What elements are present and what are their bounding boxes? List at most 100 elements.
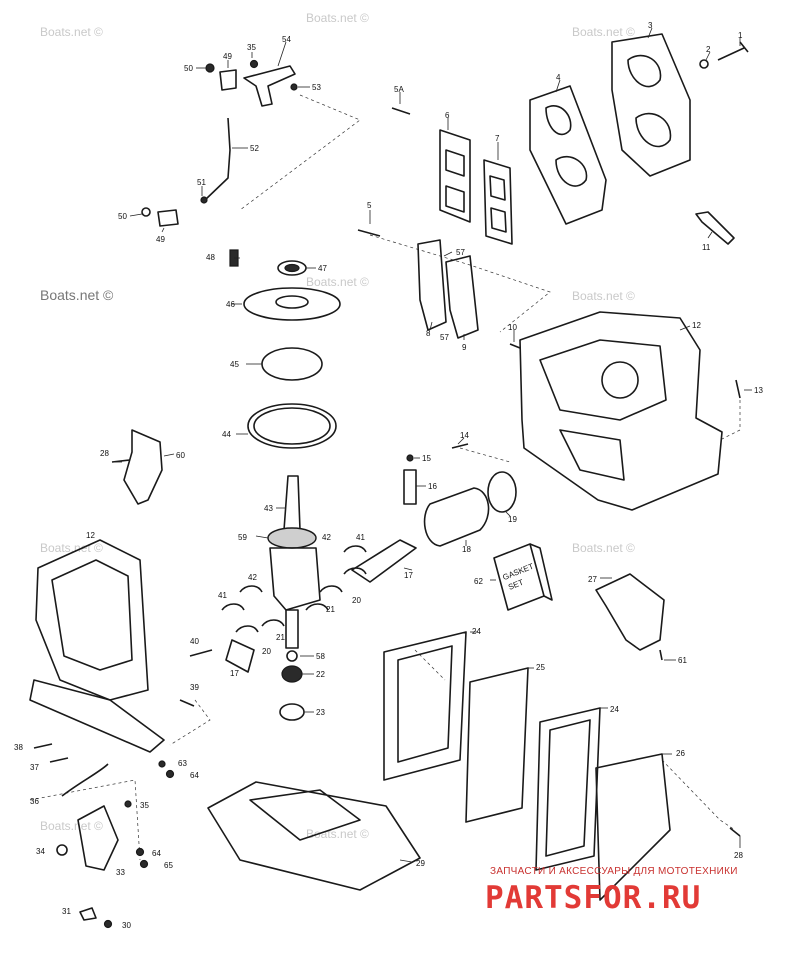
brand-logo: PARTSFOR.RU [485, 880, 702, 916]
callout-63: 63 [178, 759, 187, 768]
callout-54: 54 [282, 35, 291, 44]
gasket-4-icon [529, 85, 607, 225]
gasket-24b-icon [535, 707, 601, 871]
left-block-12-icon [35, 539, 149, 701]
callout-31: 31 [62, 907, 71, 916]
nut-63-icon [158, 760, 166, 768]
reed-block-6-icon [439, 129, 471, 223]
callout-47: 47 [318, 264, 327, 273]
callout-41: 41 [356, 533, 365, 542]
callout-2: 2 [706, 45, 711, 54]
watermark: Boats.net © [306, 11, 369, 25]
cover-26-icon [595, 753, 671, 901]
bolt-5a-icon [391, 107, 411, 115]
clip-31-icon [79, 907, 97, 921]
bracket-49-icon [219, 69, 237, 91]
cage-21a-icon [305, 603, 329, 611]
bolt-40-icon [189, 649, 213, 657]
washer-2-icon [699, 59, 709, 69]
bearing-22-icon [281, 665, 303, 683]
bracket-27-icon [595, 573, 665, 651]
callout-48: 48 [206, 253, 215, 262]
bearing-47-core [284, 263, 300, 273]
callout-35: 35 [140, 801, 149, 810]
callout-50: 50 [118, 212, 127, 221]
callout-25: 25 [536, 663, 545, 672]
clip-51-icon [200, 196, 208, 204]
callout-29: 29 [416, 859, 425, 868]
left-block-inner [51, 559, 133, 671]
rod-17b-icon [225, 639, 255, 673]
pin-16-icon [403, 469, 417, 505]
callout-24: 24 [472, 627, 481, 636]
plate-46-hub [275, 295, 309, 309]
watermark: Boats.net © [40, 287, 114, 303]
bolt-13-icon [735, 379, 741, 399]
cage-20a-icon [319, 585, 343, 593]
callout-17: 17 [230, 669, 239, 678]
callout-45: 45 [230, 360, 239, 369]
lower-left-parts [33, 649, 213, 929]
bearing-cages [221, 545, 367, 633]
callout-7: 7 [495, 134, 500, 143]
watermark: Boats.net © [572, 25, 635, 39]
nut-30-icon [103, 919, 113, 929]
callout-1: 1 [738, 31, 743, 40]
callout-11: 11 [702, 243, 711, 252]
callout-43: 43 [264, 504, 273, 513]
callout-30: 30 [122, 921, 131, 930]
callout-64: 64 [152, 849, 161, 858]
seal-44-inner [253, 407, 331, 445]
head-cover-3-icon [611, 33, 691, 177]
callout-61: 61 [678, 656, 687, 665]
callout-18: 18 [462, 545, 471, 554]
ring-58-icon [286, 650, 298, 662]
bolt-38-icon [33, 743, 53, 749]
nut-64a-icon [165, 769, 175, 779]
callout-37: 37 [30, 763, 39, 772]
callout-57: 57 [440, 333, 449, 342]
callout-19: 19 [508, 515, 517, 524]
callout-59: 59 [238, 533, 247, 542]
watermark-layer: Boats.net © Boats.net © Boats.net © Boat… [40, 11, 635, 841]
piston-group [225, 443, 517, 673]
callout-60: 60 [176, 451, 185, 460]
callout-49: 49 [156, 235, 165, 244]
callout-35: 35 [247, 43, 256, 52]
crankcase-block-12 [509, 311, 741, 511]
callout-6: 6 [445, 111, 450, 120]
plate-9-icon [445, 255, 479, 339]
callout-15: 15 [422, 454, 431, 463]
left-plate-icon [29, 679, 165, 753]
callout-labels: 50 49 35 54 53 52 51 50 49 5A 6 7 4 3 2 … [14, 21, 763, 930]
callout-17: 17 [404, 571, 413, 580]
callout-39: 39 [190, 683, 199, 692]
bracket-27 [595, 573, 665, 661]
callout-53: 53 [312, 83, 321, 92]
rod-52-icon [204, 117, 231, 201]
gasket-29-icon [207, 781, 421, 891]
callout-24: 24 [610, 705, 619, 714]
crankshaft-stack [229, 249, 341, 721]
crankcase-inner-icon [539, 339, 667, 481]
cage-42b-icon [239, 585, 263, 593]
bracket-33-icon [77, 805, 119, 871]
callout-28: 28 [100, 449, 109, 458]
callout-36: 36 [30, 797, 39, 806]
cage-41b-icon [221, 603, 245, 611]
nut-50-icon [205, 63, 215, 73]
assembly-lines [29, 94, 741, 861]
throttle-linkage [141, 59, 298, 227]
callout-13: 13 [754, 386, 763, 395]
washer-34-icon [56, 844, 68, 856]
intake-group [357, 33, 749, 339]
callout-51: 51 [197, 178, 206, 187]
callout-28: 28 [734, 851, 743, 860]
callout-42: 42 [322, 533, 331, 542]
callout-34: 34 [36, 847, 45, 856]
gasket-7-icon [483, 159, 513, 245]
callout-52: 52 [250, 144, 259, 153]
callout-10: 10 [508, 323, 517, 332]
callout-21: 21 [276, 633, 285, 642]
left-block-12 [29, 429, 165, 753]
